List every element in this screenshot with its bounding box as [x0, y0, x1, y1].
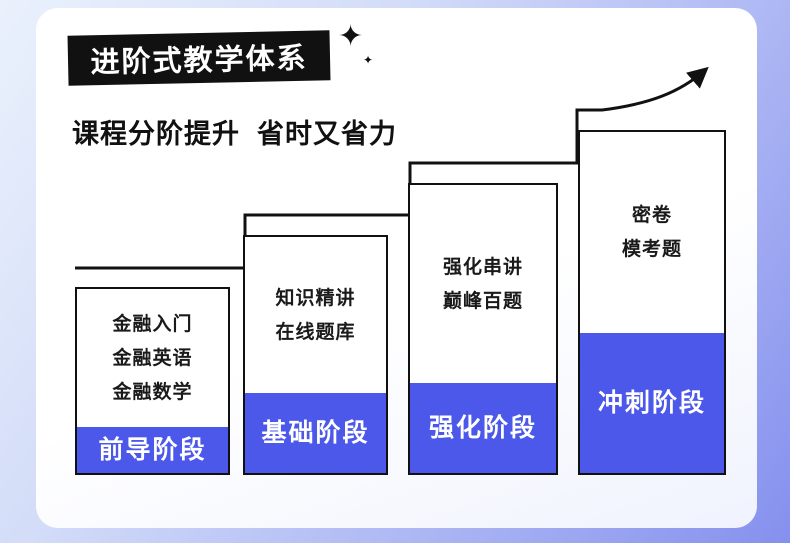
stage-item: 密卷: [631, 205, 672, 226]
stage-item: 金融英语: [112, 347, 193, 369]
subtitle: 课程分阶提升 省时又省力: [72, 119, 398, 149]
title-badge: 进阶式教学体系: [67, 30, 331, 86]
stage-label: 前导阶段: [98, 435, 207, 464]
sparkle-icon: ✦: [338, 20, 364, 53]
stage-item: 在线题库: [275, 321, 356, 343]
stage-item: 巅峰百题: [442, 290, 523, 312]
stage-label: 冲刺阶段: [597, 388, 706, 417]
title-badge-label: 进阶式教学体系: [90, 42, 308, 80]
stage-box-preliminary: 金融入门 金融英语 金融数学 前导阶段: [75, 287, 230, 475]
stage-box-sprint: 密卷 模考题 冲刺阶段: [578, 130, 726, 475]
stage-item: 金融数学: [112, 381, 193, 403]
stage-item: 模考题: [621, 239, 682, 260]
stage-box-basic: 知识精讲 在线题库 基础阶段: [243, 235, 388, 475]
stage-band: 强化阶段: [410, 383, 556, 473]
stage-box-intensive: 强化串讲 巅峰百题 强化阶段: [408, 183, 558, 475]
stage-band: 冲刺阶段: [580, 333, 724, 473]
stage-items: 强化串讲 巅峰百题: [410, 185, 556, 383]
stage-label: 强化阶段: [428, 413, 537, 442]
stage-item: 强化串讲: [442, 256, 523, 278]
stage-band: 基础阶段: [245, 393, 386, 473]
stage-item: 金融入门: [112, 313, 193, 335]
stage-band: 前导阶段: [77, 427, 228, 473]
stage-items: 知识精讲 在线题库: [245, 237, 386, 393]
stage-item: 知识精讲: [275, 287, 356, 309]
sparkle-small-icon: ✦: [363, 53, 374, 67]
stage-label: 基础阶段: [261, 418, 370, 447]
stage-items: 密卷 模考题: [580, 132, 724, 333]
stage-items: 金融入门 金融英语 金融数学: [77, 289, 228, 427]
